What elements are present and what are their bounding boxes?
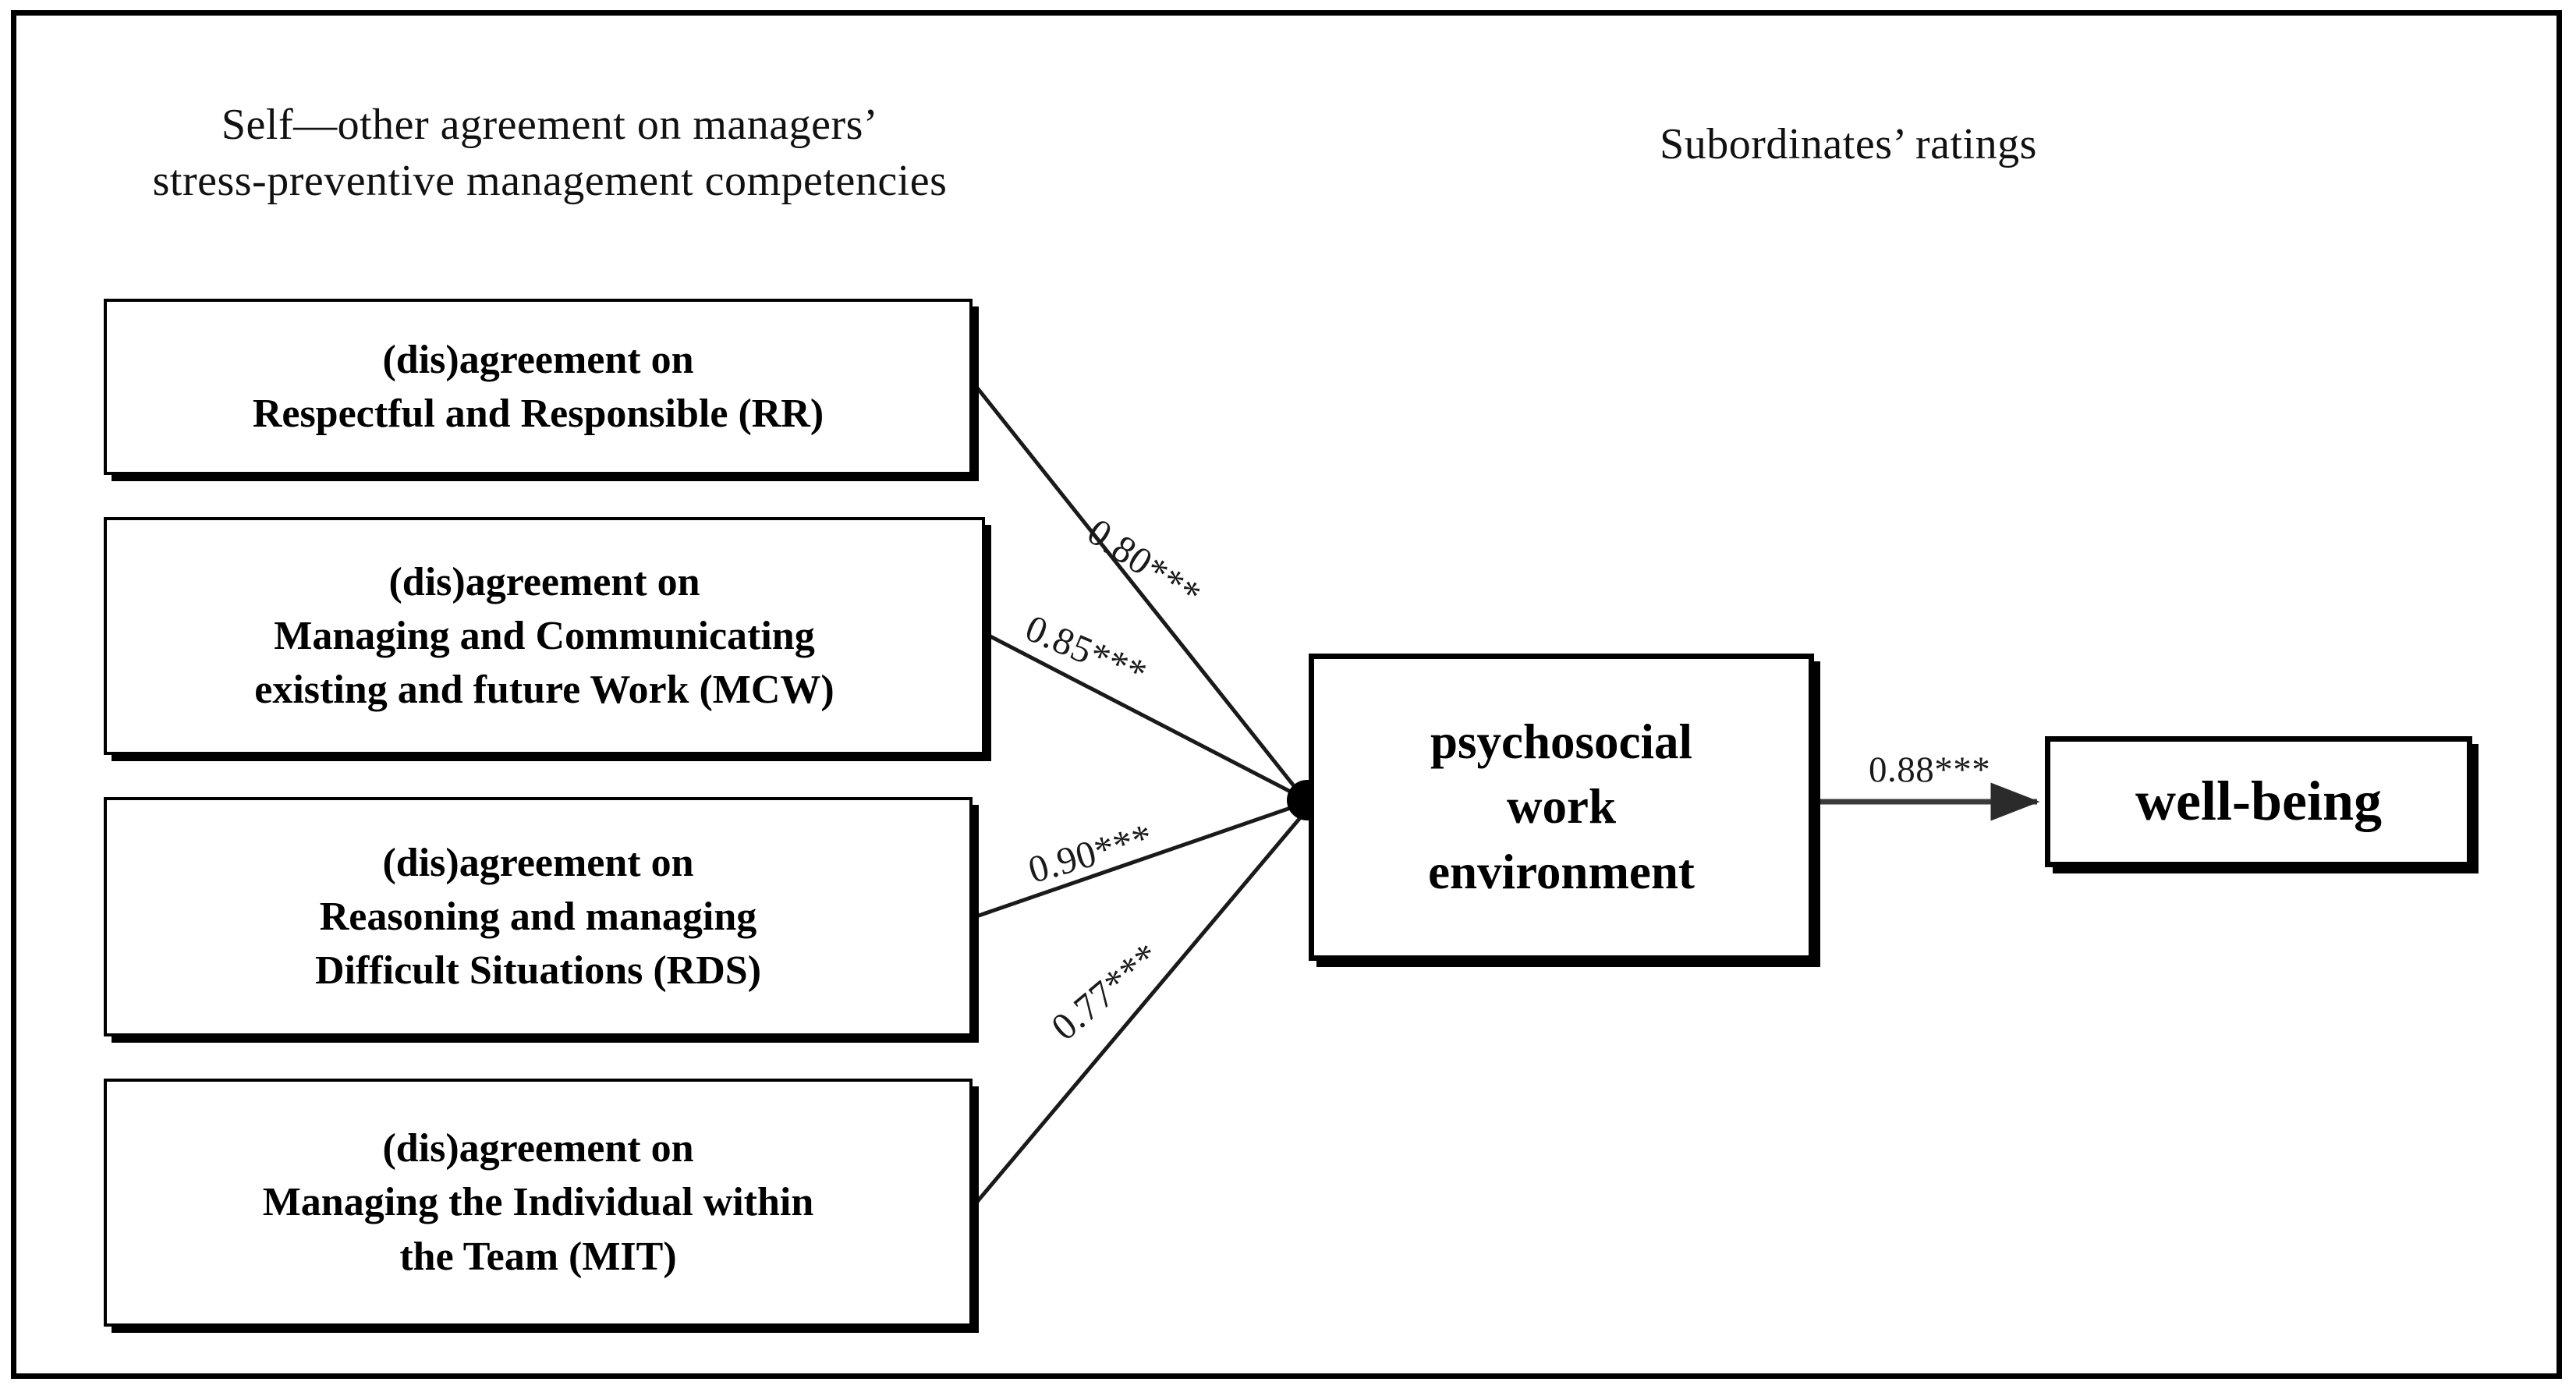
node-label-rr: (dis)agreement on Respectful and Respons…: [252, 337, 824, 436]
node-label-psychosocial-work-environment: psychosocial work environment: [1428, 714, 1695, 899]
node-box-mit[interactable]: (dis)agreement on Managing the Individua…: [104, 1079, 973, 1327]
node-box-rr[interactable]: (dis)agreement on Respectful and Respons…: [104, 299, 973, 475]
node-box-rds[interactable]: (dis)agreement on Reasoning and managing…: [104, 797, 973, 1036]
caption-left: Self—other agreement on managers’ stress…: [152, 101, 948, 205]
path-coefficient-pwe-wb: 0.88***: [1869, 749, 1991, 790]
node-label-well-being: well-being: [2135, 770, 2382, 833]
node-label-mcw: (dis)agreement on Managing and Communica…: [254, 559, 834, 713]
node-label-rds: (dis)agreement on Reasoning and managing…: [314, 840, 762, 994]
caption-right: Subordinates’ ratings: [1660, 120, 2037, 168]
node-label-mit: (dis)agreement on Managing the Individua…: [262, 1126, 814, 1279]
node-box-psychosocial-work-environment[interactable]: psychosocial work environment: [1309, 654, 1814, 961]
node-box-well-being[interactable]: well-being: [2045, 736, 2472, 867]
node-box-mcw[interactable]: (dis)agreement on Managing and Communica…: [104, 517, 985, 755]
